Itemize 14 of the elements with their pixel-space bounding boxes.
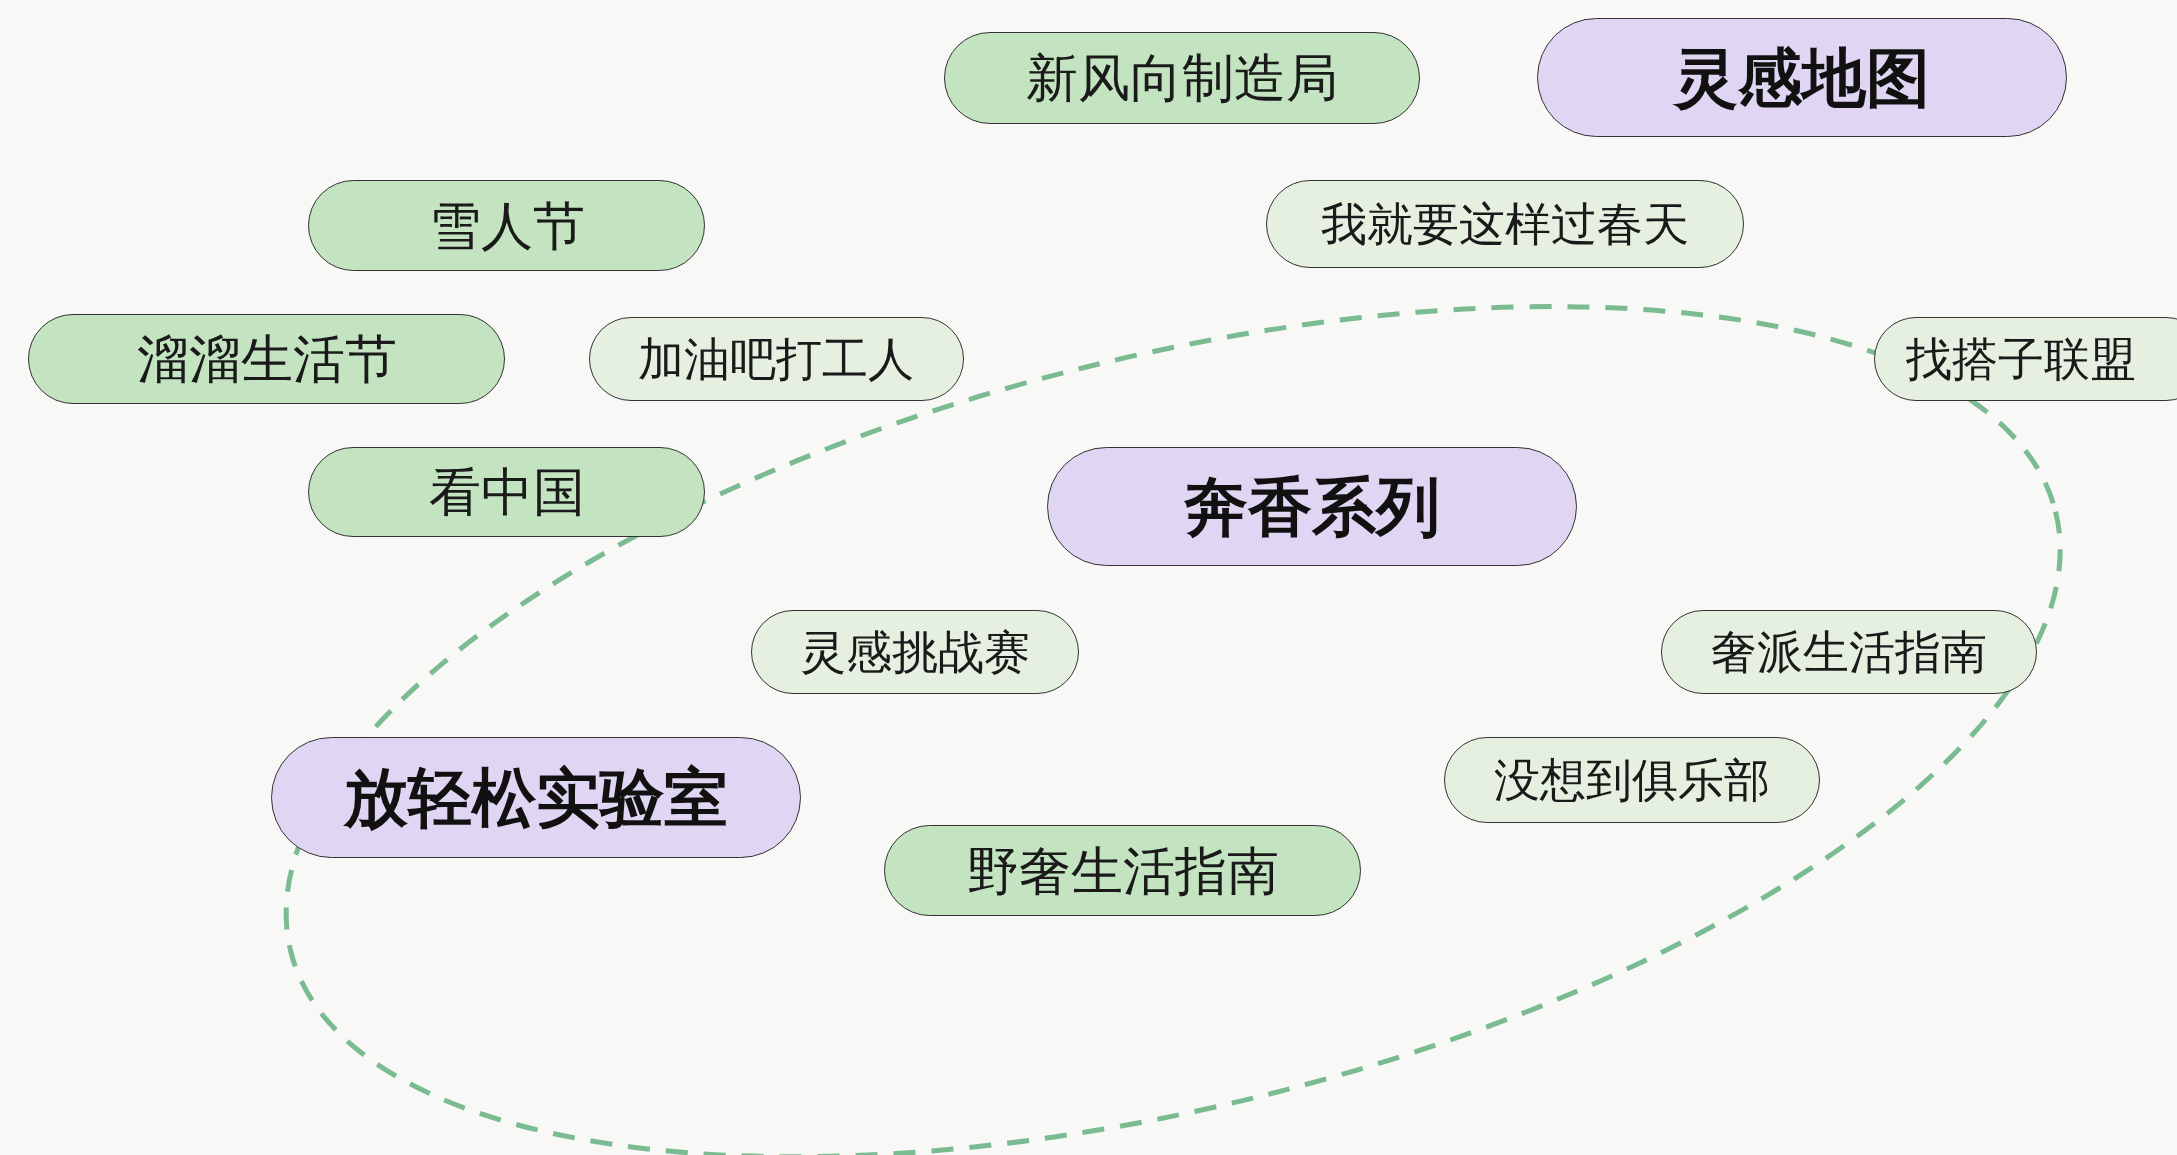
- topic-pill: 溜溜生活节: [27, 313, 506, 404]
- topic-pill: 加油吧打工人: [588, 316, 964, 402]
- topic-pill: 找搭子联盟: [1874, 316, 2177, 402]
- main-topic-pill: 灵感地图: [1536, 18, 2068, 138]
- topic-pill: 奢派生活指南: [1660, 609, 2037, 695]
- topic-pill: 野奢生活指南: [884, 824, 1361, 917]
- topic-pill: 没想到俱乐部: [1443, 737, 1821, 824]
- topic-pill: 雪人节: [308, 180, 706, 271]
- main-topic-pill: 放轻松实验室: [270, 737, 802, 858]
- main-topic-pill: 奔香系列: [1046, 447, 1578, 567]
- topic-pill: 我就要这样过春天: [1266, 180, 1744, 268]
- topic-pill: 新风向制造局: [944, 31, 1421, 124]
- topic-pill: 看中国: [308, 447, 706, 538]
- topic-pill: 灵感挑战赛: [751, 609, 1079, 695]
